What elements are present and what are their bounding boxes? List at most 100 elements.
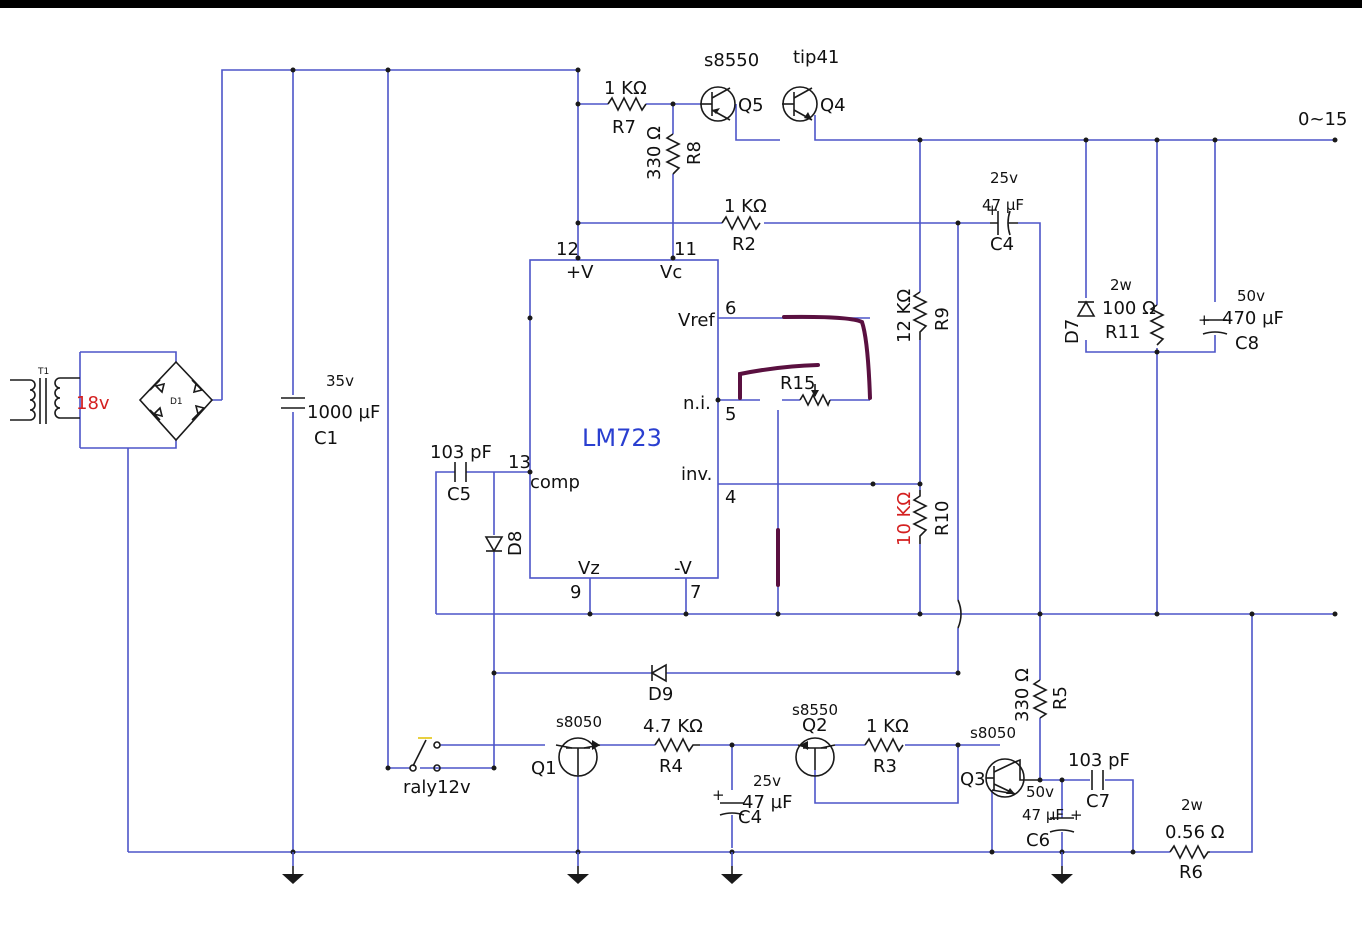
- c4-bot-voltage: 25v: [753, 772, 781, 790]
- q5-type: s8550: [704, 50, 759, 71]
- r2-ref: R2: [732, 234, 756, 255]
- r3-value: 1 KΩ: [866, 716, 909, 737]
- ground-icon: [566, 865, 590, 885]
- q2-type: s8550: [792, 701, 838, 719]
- diode-d8: D8: [484, 531, 526, 556]
- c8-value: 470 µF: [1222, 308, 1284, 329]
- c4-bot-plus: +: [712, 786, 725, 804]
- q3-ref: Q3: [960, 769, 986, 790]
- ic-name: LM723: [582, 424, 662, 452]
- junctions: [290, 67, 1338, 855]
- r11-ref: R11: [1105, 322, 1140, 343]
- capacitor-c8: + 50v 470 µF C8: [1198, 287, 1284, 354]
- bridge-rectifier-d1: D1: [138, 360, 214, 442]
- q4-type: tip41: [793, 47, 839, 68]
- transistor-q1: s8050 Q1: [531, 713, 602, 779]
- r6-power: 2w: [1181, 796, 1203, 814]
- wires: [79, 69, 1335, 853]
- pin-vc: Vc: [660, 262, 682, 283]
- pin-ni: n.i.: [683, 393, 711, 414]
- wire-crossover: [957, 599, 962, 629]
- q4-ref: Q4: [820, 95, 846, 116]
- r11-value: 100 Ω: [1102, 298, 1156, 319]
- q5-ref: Q5: [738, 95, 764, 116]
- c4-top-value: 47 µF: [982, 196, 1024, 214]
- pin-12: 12: [556, 239, 579, 260]
- c1-voltage: 35v: [326, 372, 354, 390]
- transistor-q3: s8050 Q3: [960, 724, 1040, 798]
- pin-comp: comp: [530, 472, 580, 493]
- capacitor-c6: + 50v 47 µF C6: [1022, 783, 1083, 851]
- c5-ref: C5: [447, 484, 471, 505]
- d8-ref: D8: [505, 531, 526, 556]
- ground-icon: [1050, 865, 1074, 885]
- capacitor-c5: 103 pF C5: [430, 442, 492, 505]
- resistor-r10: 10 KΩ R10: [894, 490, 953, 546]
- q2-ref: Q2: [802, 715, 828, 736]
- pin-5: 5: [725, 404, 736, 425]
- resistor-r4: 4.7 KΩ R4: [643, 716, 703, 777]
- r8-ref: R8: [684, 141, 705, 165]
- transistor-q2: s8550 Q2: [792, 701, 838, 777]
- potentiometer-r15: R15: [780, 373, 831, 407]
- resistor-r6: 2w 0.56 Ω R6: [1165, 796, 1225, 883]
- ground-icon: [281, 865, 305, 885]
- c4-bot-value: 47 µF: [742, 792, 792, 813]
- c7-value: 103 pF: [1068, 750, 1130, 771]
- resistor-r8: 330 Ω R8: [644, 126, 705, 180]
- c4-top-ref: C4: [990, 234, 1014, 255]
- c8-ref: C8: [1235, 333, 1259, 354]
- r5-value: 330 Ω: [1012, 668, 1033, 722]
- c1-ref: C1: [314, 428, 338, 449]
- r7-ref: R7: [612, 117, 636, 138]
- c6-plus: +: [1070, 806, 1083, 824]
- relay-switch[interactable]: raly12v: [403, 737, 471, 798]
- r4-ref: R4: [659, 756, 683, 777]
- capacitor-c4-top: + 25v 47 µF C4: [982, 169, 1024, 255]
- r5-ref: R5: [1050, 686, 1071, 710]
- resistor-r5: 330 Ω R5: [1012, 668, 1071, 722]
- top-border: [0, 0, 1362, 8]
- r8-value: 330 Ω: [644, 126, 665, 180]
- pin-13: 13: [508, 452, 531, 473]
- output-label: 0~15: [1298, 109, 1347, 130]
- r15-ref: R15: [780, 373, 815, 394]
- d7-ref: D7: [1062, 319, 1083, 344]
- r6-ref: R6: [1179, 862, 1203, 883]
- resistor-r7: 1 KΩ R7: [604, 78, 647, 138]
- pin-inv: inv.: [681, 464, 712, 485]
- annotation-marks: [738, 314, 872, 587]
- pin-vminus: -V: [674, 558, 692, 579]
- r11-power: 2w: [1110, 276, 1132, 294]
- r10-ref: R10: [932, 501, 953, 536]
- pin-vref: Vref: [678, 310, 715, 331]
- r4-value: 4.7 KΩ: [643, 716, 703, 737]
- r9-ref: R9: [932, 307, 953, 331]
- r3-ref: R3: [873, 756, 897, 777]
- transformer-ref: T1: [37, 367, 49, 377]
- pin-11: 11: [674, 239, 697, 260]
- q3-type: s8050: [970, 724, 1016, 742]
- q1-type: s8050: [556, 713, 602, 731]
- relay-label: raly12v: [403, 777, 471, 798]
- c7-ref: C7: [1086, 791, 1110, 812]
- c4-plus: +: [986, 201, 999, 219]
- resistor-r3: 1 KΩ R3: [864, 716, 909, 777]
- c6-voltage: 50v: [1026, 783, 1054, 801]
- capacitor-c4-bottom: + 25v 47 µF C4: [712, 772, 792, 828]
- capacitor-c1: 35v 1000 µF C1: [281, 372, 380, 449]
- pin-7: 7: [690, 582, 701, 603]
- c1-value: 1000 µF: [307, 402, 380, 423]
- resistor-r9: 12 KΩ R9: [894, 289, 953, 343]
- pin-6: 6: [725, 298, 736, 319]
- transistor-q5: s8550 Q5: [700, 50, 764, 122]
- c4-top-voltage: 25v: [990, 169, 1018, 187]
- resistor-r2: 1 KΩ R2: [721, 196, 767, 255]
- r10-value: 10 KΩ: [894, 492, 915, 546]
- c4-bot-ref: C4: [738, 807, 762, 828]
- diode-d7: D7: [1062, 300, 1096, 344]
- c6-ref: C6: [1026, 830, 1050, 851]
- transformer-voltage: 18v: [76, 393, 110, 414]
- q1-ref: Q1: [531, 758, 557, 779]
